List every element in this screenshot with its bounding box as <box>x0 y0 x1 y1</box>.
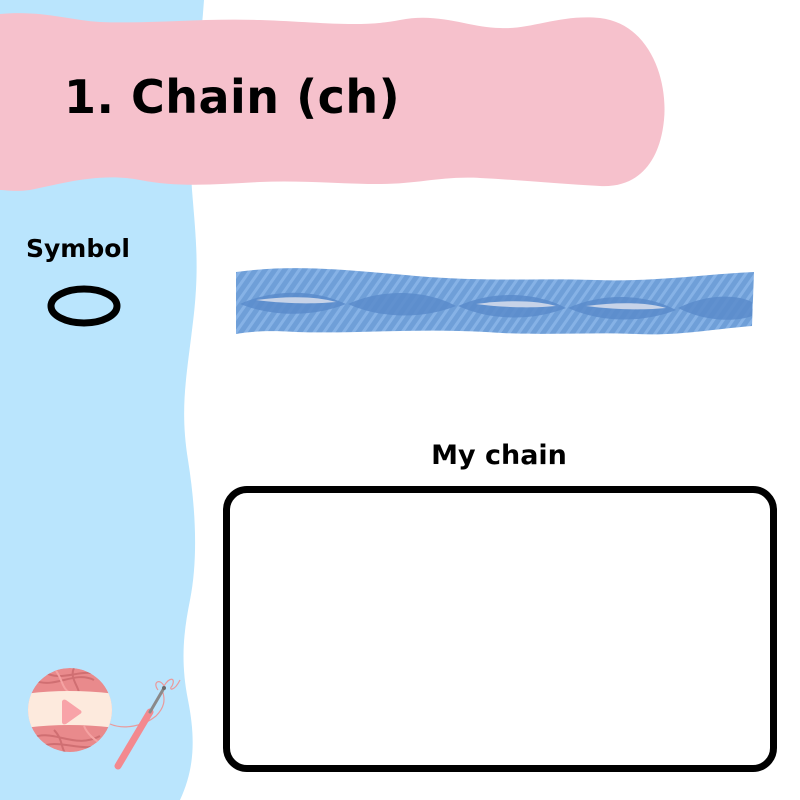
oval-chain-symbol-icon <box>47 285 121 327</box>
yarn-ball-and-crochet-hook-icon <box>28 668 181 770</box>
chain-loop <box>678 296 752 320</box>
symbol-label: Symbol <box>26 234 130 263</box>
sidebar-blue-panel <box>0 0 204 800</box>
chain-stitch-photo <box>236 268 754 335</box>
my-chain-label: My chain <box>431 440 567 471</box>
my-chain-drawing-area[interactable] <box>223 486 777 772</box>
chain-loop <box>240 292 346 314</box>
chain-loop <box>348 292 456 316</box>
title-banner-pink <box>0 13 665 191</box>
page-title: 1. Chain (ch) <box>64 70 401 124</box>
